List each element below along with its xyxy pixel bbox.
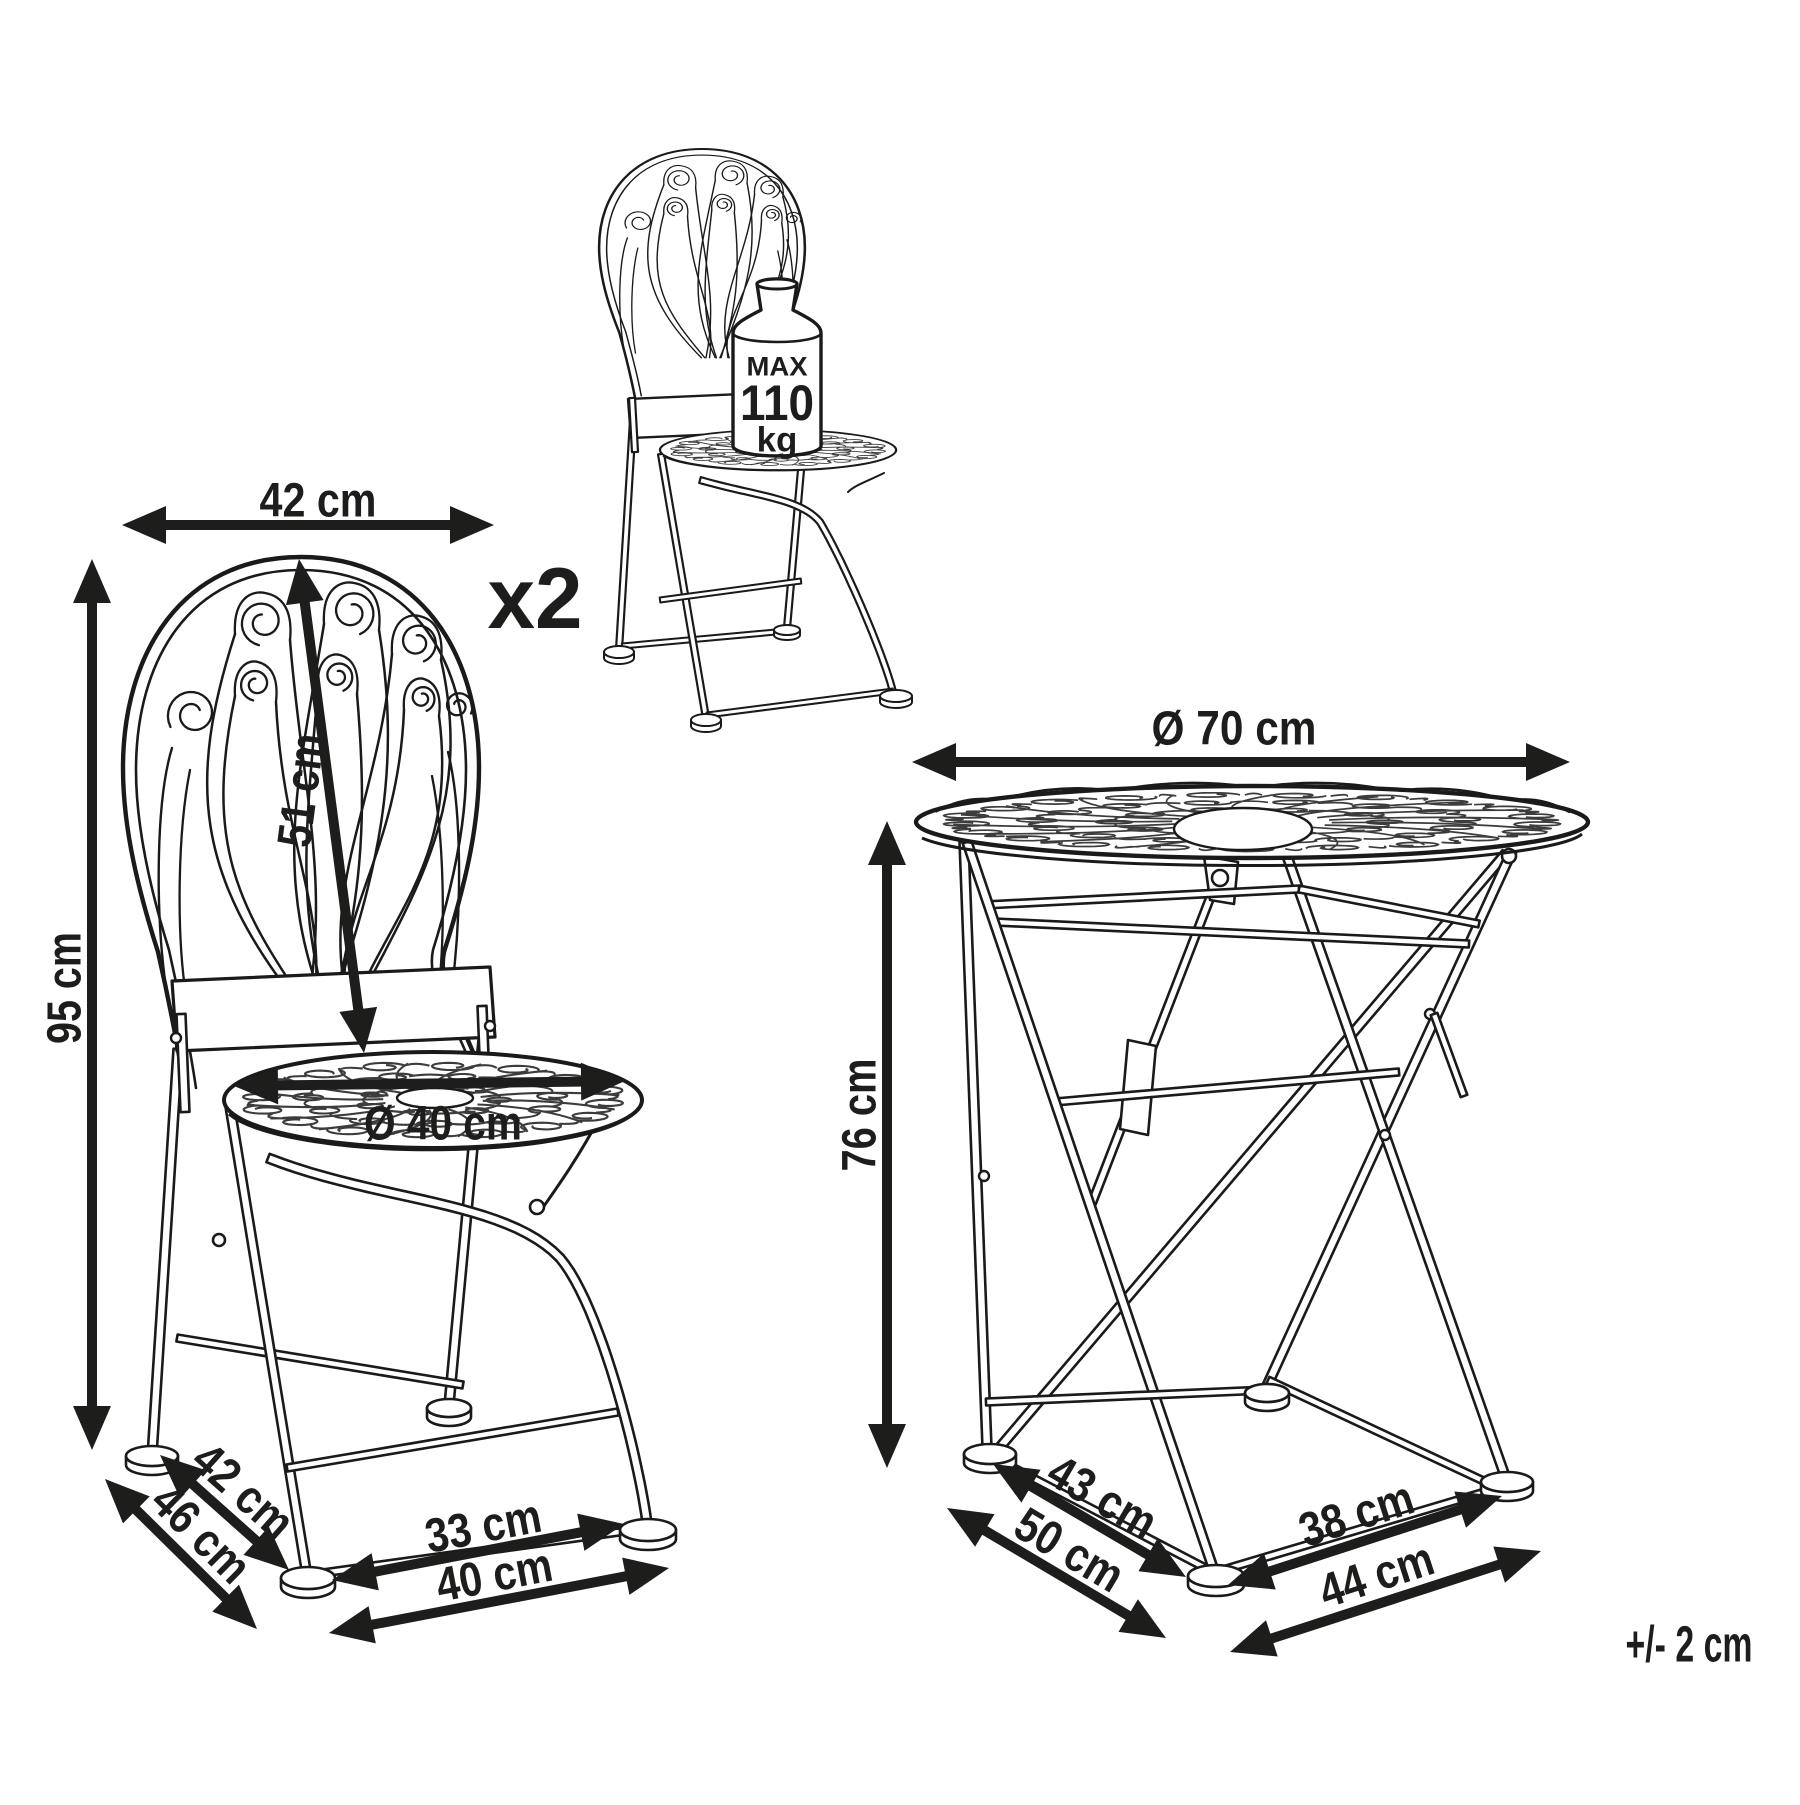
svg-text:Ø 40 cm: Ø 40 cm [364, 1097, 522, 1150]
svg-text:x2: x2 [488, 551, 583, 647]
svg-text:kg: kg [757, 421, 798, 460]
svg-text:110: 110 [740, 375, 814, 431]
svg-text:MAX: MAX [747, 352, 808, 382]
svg-text:95 cm: 95 cm [38, 932, 91, 1044]
svg-text:76 cm: 76 cm [833, 1059, 886, 1172]
svg-text:42 cm: 42 cm [260, 474, 377, 527]
svg-text:Ø 70 cm: Ø 70 cm [1152, 702, 1317, 755]
svg-text:+/- 2 cm: +/- 2 cm [1626, 1615, 1753, 1672]
